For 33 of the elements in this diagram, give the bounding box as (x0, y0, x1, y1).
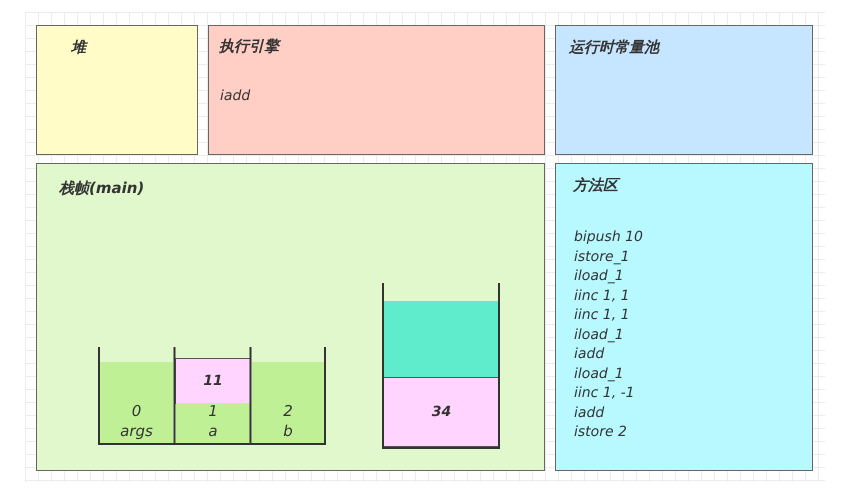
instruction-text: iload_1 (574, 326, 624, 344)
instruction-text: iadd (574, 345, 604, 364)
stack-block (383, 377, 500, 447)
table-cell (176, 403, 250, 443)
value-text: 11 (203, 373, 223, 389)
panel (208, 25, 545, 155)
instruction-text: iload_1 (574, 267, 624, 286)
instruction-text: iload_1 (574, 364, 624, 384)
panel-title: 堆 (71, 37, 86, 57)
panel-title: 方法区 (573, 175, 618, 195)
cell-text: 1 a (208, 401, 218, 441)
instruction-text: istore_1 (574, 248, 630, 266)
value-text: 34 (432, 404, 452, 420)
cell-text: 0 args (120, 401, 153, 441)
instruction-text: iinc 1, 1 (574, 306, 630, 325)
panel-title: 运行时常量池 (569, 37, 659, 57)
cell-text: 2 b (283, 401, 293, 441)
instruction-text: iinc 1, -1 (574, 384, 635, 403)
instruction-text: iadd (574, 404, 604, 422)
panel-title: 执行引擎 (219, 36, 279, 56)
instruction-text: istore 2 (574, 423, 627, 442)
instruction-text: iinc 1, 1 (574, 286, 630, 306)
panel-title: 栈帧(main) (59, 178, 144, 198)
table-cell (252, 362, 324, 443)
panel (36, 25, 198, 155)
instruction-text: iadd (220, 87, 250, 106)
stack-block (384, 301, 498, 377)
stack-block (175, 358, 251, 404)
panel (36, 163, 545, 471)
panel (555, 25, 813, 155)
instruction-text: bipush 10 (574, 228, 643, 247)
table-cell (100, 362, 173, 443)
panel (555, 163, 813, 471)
